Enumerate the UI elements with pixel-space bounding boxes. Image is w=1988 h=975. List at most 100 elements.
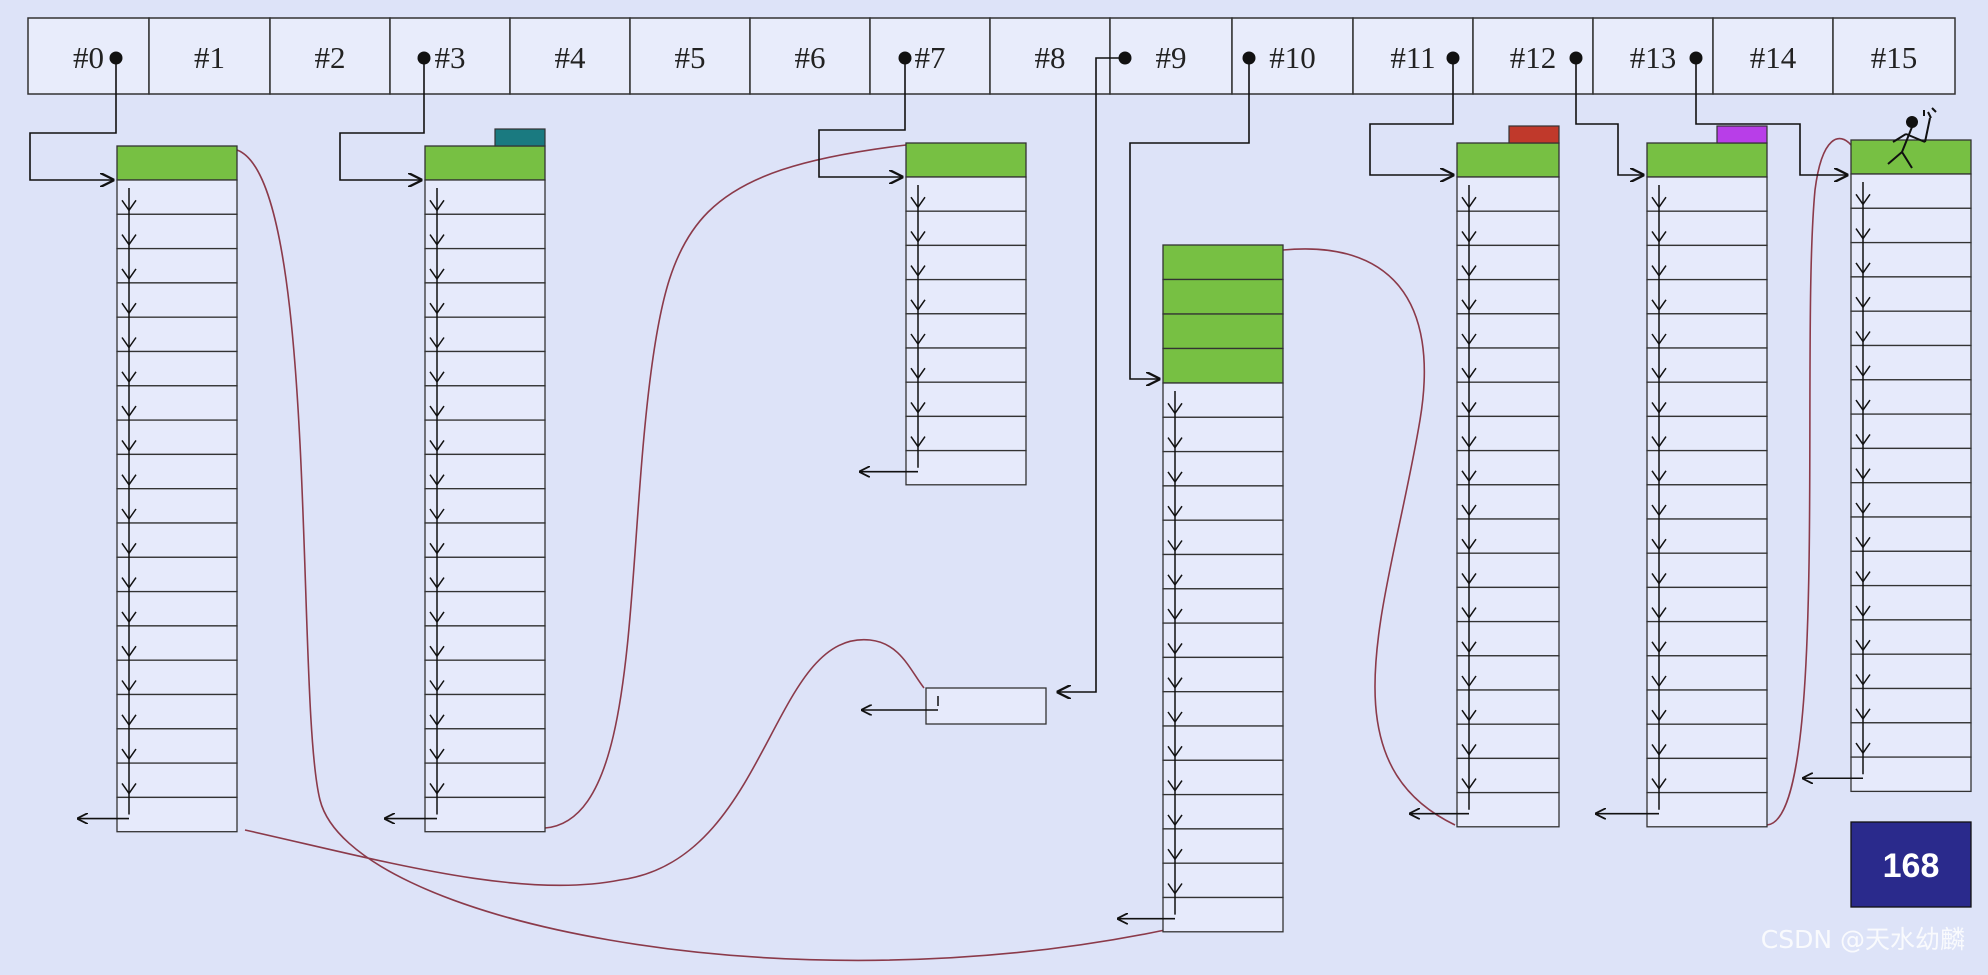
memory-chunks [78,126,1971,932]
free-cell [425,386,545,420]
slot-label: #8 [1035,40,1066,75]
slot-pointer [1058,58,1125,692]
free-cell [1851,654,1971,688]
free-cell [1163,795,1283,829]
free-cell [1457,314,1559,348]
chunk-slot-3 [385,129,545,832]
used-cell [1163,314,1283,349]
free-cell [1163,726,1283,760]
free-cell [425,592,545,626]
free-cell [117,523,237,557]
free-cell [1457,656,1559,690]
free-cell [906,211,1026,245]
slot-label: #11 [1390,40,1435,75]
free-cell [117,283,237,317]
free-cell [425,489,545,523]
free-cell [1647,519,1767,553]
free-cell [1457,485,1559,519]
free-list-link [245,640,924,886]
free-cell [1647,451,1767,485]
pointer-dot [1690,52,1703,65]
free-cell [425,660,545,694]
free-cell [1851,243,1971,277]
pointer-dot [1243,52,1256,65]
chunk-slot-11 [1410,126,1559,827]
free-cell [1647,724,1767,758]
free-cell [1851,414,1971,448]
free-cell [1163,692,1283,726]
pointer-dot [1570,52,1583,65]
slot-label: #3 [435,40,466,75]
slot-label: #7 [915,40,946,75]
slot-label: #4 [555,40,587,75]
free-cell [1163,486,1283,520]
free-cell [1647,348,1767,382]
free-cell [1163,863,1283,897]
free-cell [906,245,1026,279]
used-cell [906,143,1026,177]
free-cell [1647,690,1767,724]
free-cell [1851,586,1971,620]
free-cell [1851,689,1971,723]
free-cell [117,557,237,591]
free-cell [1851,620,1971,654]
free-cell [117,317,237,351]
free-cell [117,214,237,248]
slot-label: #15 [1871,40,1918,75]
slot-label: #13 [1630,40,1677,75]
chunk-slot-10 [1118,245,1283,932]
free-cell [1647,656,1767,690]
free-cell [1457,724,1559,758]
free-cell [906,280,1026,314]
free-cell [1851,757,1971,791]
free-cell [117,592,237,626]
free-cell [1851,346,1971,380]
used-cell [1163,245,1283,280]
free-cell [425,557,545,591]
pointer-dot [110,52,123,65]
free-cell [1163,555,1283,589]
free-cell [1851,174,1971,208]
free-cell [906,348,1026,382]
free-cell [117,660,237,694]
slot-label: #6 [795,40,826,75]
figure-sparks [1924,108,1936,118]
used-cell [117,146,237,180]
free-cell [1647,314,1767,348]
free-cell [1457,622,1559,656]
free-cell [117,763,237,797]
used-cell [1163,280,1283,315]
free-cell [1647,622,1767,656]
free-cell [117,626,237,660]
free-cell [425,763,545,797]
free-cell [1851,380,1971,414]
free-cell [425,729,545,763]
free-cell [1851,551,1971,585]
free-cell [1457,211,1559,245]
free-cell [1647,382,1767,416]
free-cell [1457,382,1559,416]
free-cell [1163,657,1283,691]
free-cell [117,249,237,283]
free-cell [425,626,545,660]
free-cell [906,416,1026,450]
teal-marker [495,129,545,146]
free-cell [906,314,1026,348]
chunk-slot-13 [1803,140,1971,791]
used-cell [1163,349,1283,384]
free-list-link [545,145,906,828]
free-cell [1457,451,1559,485]
free-cell [425,214,545,248]
free-cell [1851,483,1971,517]
slot-label: #12 [1510,40,1557,75]
free-list-link [1283,249,1455,825]
free-cell [1163,898,1283,932]
slot-label: #9 [1156,40,1187,75]
red-marker [1509,126,1559,143]
free-cell [1163,452,1283,486]
slot-label: #0 [73,40,104,75]
free-cell [1457,690,1559,724]
free-cell [906,382,1026,416]
free-cell [425,797,545,831]
